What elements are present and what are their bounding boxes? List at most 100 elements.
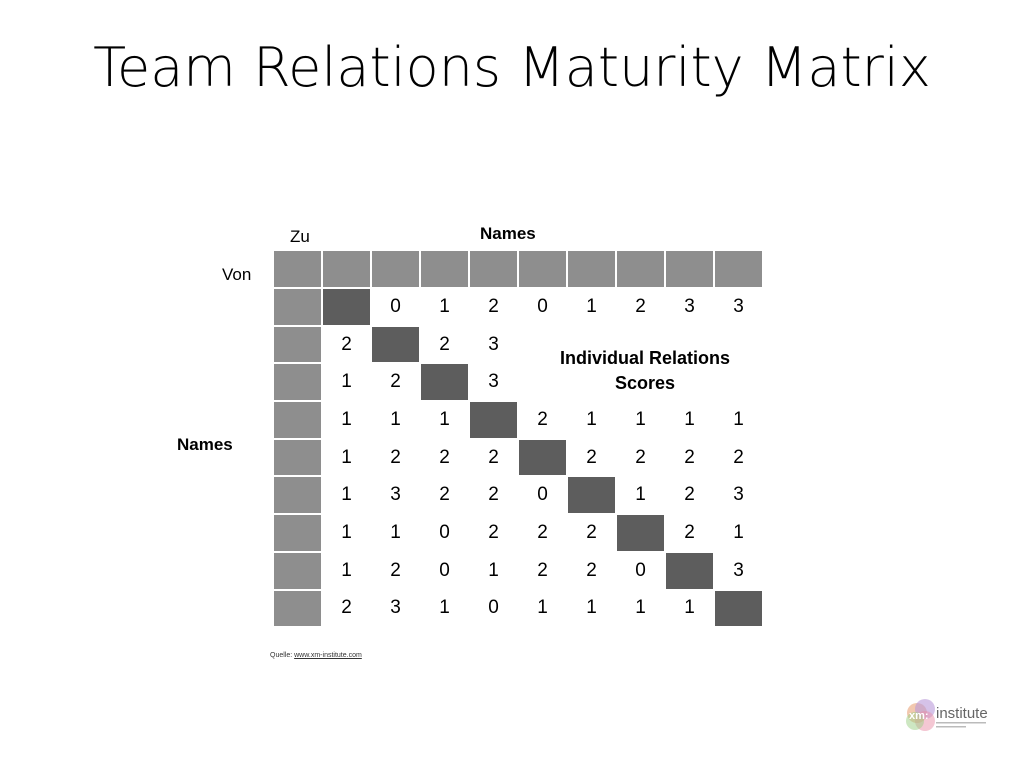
score-cell: 1	[635, 597, 646, 619]
row-header-cell	[273, 325, 322, 364]
score-cell: 0	[537, 484, 548, 506]
source-prefix: Quelle:	[270, 652, 295, 659]
score-cell: 2	[488, 295, 499, 317]
diagonal-cell	[371, 325, 420, 364]
score-cell: 1	[390, 521, 401, 543]
score-cell: 0	[439, 559, 450, 581]
score-cell: 1	[586, 295, 597, 317]
score-cell: 2	[586, 521, 597, 543]
header-cell	[714, 250, 763, 288]
score-cell: 3	[488, 333, 499, 355]
relations-matrix: 0 1 2 0 1 2 3 3 2 2 3 1 2 3 1 1 1 2 1 1 1 1 1 2 2 2 2 2 2 2 1 3 2 2 0 1 2 3 1 1…	[273, 250, 763, 628]
header-cell	[469, 250, 518, 288]
score-cell: 1	[341, 408, 352, 430]
score-cell: 0	[488, 597, 499, 619]
header-cell	[567, 250, 616, 288]
score-cell: 2	[586, 559, 597, 581]
score-cell: 2	[439, 446, 450, 468]
score-cell: 2	[537, 559, 548, 581]
page-title: Team Relations Maturity Matrix	[93, 36, 931, 99]
diagonal-cell	[616, 514, 665, 552]
diagonal-cell	[322, 288, 371, 326]
score-cell: 0	[537, 295, 548, 317]
row-header-cell	[273, 288, 322, 326]
source-note: Quelle: www.xm-institute.com	[270, 652, 362, 659]
diagonal-cell	[665, 551, 714, 590]
diagonal-cell	[469, 401, 518, 439]
score-cell: 2	[635, 295, 646, 317]
score-cell: 3	[390, 597, 401, 619]
score-cell: 1	[341, 521, 352, 543]
diagonal-cell	[420, 363, 469, 402]
score-cell: 1	[537, 597, 548, 619]
score-cell: 0	[439, 521, 450, 543]
score-cell: 1	[341, 484, 352, 506]
names-row-header: Names	[177, 435, 233, 454]
score-cell: 1	[439, 408, 450, 430]
score-cell: 2	[684, 446, 695, 468]
score-cell: 3	[733, 295, 744, 317]
score-cell: 1	[341, 559, 352, 581]
header-cell	[322, 250, 371, 288]
zu-label: Zu	[290, 227, 310, 246]
score-cell: 1	[586, 408, 597, 430]
xm-institute-logo: xm: institute	[903, 697, 1003, 737]
score-cell: 3	[733, 559, 744, 581]
score-cell: 2	[635, 446, 646, 468]
score-cell: 1	[635, 484, 646, 506]
individual-relations-scores-label: Individual Relations Scores	[540, 346, 750, 396]
header-cell	[273, 250, 322, 288]
score-cell: 2	[341, 597, 352, 619]
score-cell: 1	[439, 597, 450, 619]
score-cell: 1	[733, 521, 744, 543]
score-cell: 1	[488, 559, 499, 581]
row-header-cell	[273, 438, 322, 477]
score-cell: 2	[488, 446, 499, 468]
score-cell: 1	[684, 408, 695, 430]
score-cell: 1	[635, 408, 646, 430]
score-cell: 2	[488, 521, 499, 543]
score-cell: 2	[390, 446, 401, 468]
score-cell: 1	[390, 408, 401, 430]
score-cell: 3	[733, 484, 744, 506]
score-cell: 2	[537, 408, 548, 430]
score-cell: 2	[488, 484, 499, 506]
score-cell: 2	[684, 521, 695, 543]
overlay-line-2: Scores	[614, 373, 676, 393]
score-cell: 0	[635, 559, 646, 581]
overlay-line-1: Individual Relations	[559, 348, 731, 368]
score-cell: 2	[341, 333, 352, 355]
header-cell	[371, 250, 420, 288]
row-header-cell	[273, 476, 322, 515]
diagonal-cell	[518, 438, 567, 477]
score-cell: 1	[586, 597, 597, 619]
row-header-cell	[273, 401, 322, 439]
header-cell	[518, 250, 567, 288]
score-cell: 0	[390, 295, 401, 317]
diagonal-cell	[714, 589, 763, 628]
von-label: Von	[222, 265, 252, 284]
score-cell: 2	[390, 371, 401, 393]
score-cell: 3	[488, 371, 499, 393]
score-cell: 2	[684, 484, 695, 506]
score-cell: 1	[684, 597, 695, 619]
names-column-header: Names	[480, 224, 536, 243]
row-header-cell	[273, 363, 322, 402]
score-cell: 2	[586, 446, 597, 468]
score-cell: 2	[390, 559, 401, 581]
header-cell	[665, 250, 714, 288]
row-header-cell	[273, 551, 322, 590]
score-cell: 1	[439, 295, 450, 317]
score-cell: 2	[439, 484, 450, 506]
diagonal-cell	[567, 476, 616, 515]
svg-text:xm:: xm:	[909, 710, 929, 722]
row-header-cell	[273, 589, 322, 628]
row-header-cell	[273, 514, 322, 552]
score-cell: 1	[341, 371, 352, 393]
score-cell: 3	[390, 484, 401, 506]
score-cell: 3	[684, 295, 695, 317]
score-cell: 2	[733, 446, 744, 468]
score-cell: 2	[439, 333, 450, 355]
source-link[interactable]: www.xm-institute.com	[294, 652, 362, 659]
score-cell: 2	[537, 521, 548, 543]
